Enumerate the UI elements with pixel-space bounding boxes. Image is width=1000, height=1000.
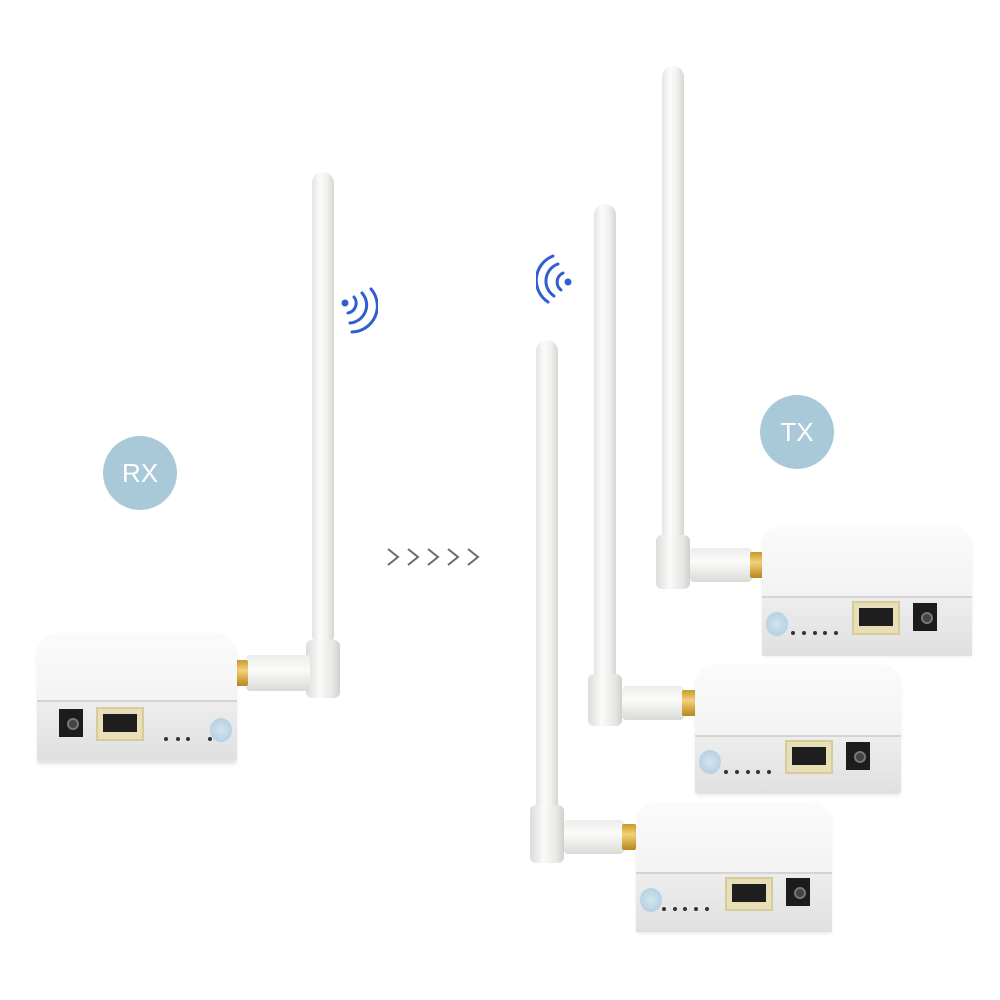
tx2-antenna bbox=[594, 204, 616, 684]
rx-label: RX bbox=[121, 457, 159, 488]
rx-antenna-connector bbox=[246, 655, 310, 691]
tx3-led bbox=[705, 907, 709, 911]
tx2-sma-connector bbox=[682, 690, 696, 716]
tx1-led bbox=[802, 631, 806, 635]
tx2-led bbox=[724, 770, 728, 774]
rx-sma-connector bbox=[234, 660, 248, 686]
tx1-dc-port bbox=[913, 603, 937, 631]
tx2-antenna-hinge bbox=[588, 674, 622, 726]
rx-badge: RX bbox=[103, 436, 177, 510]
tx2-led bbox=[756, 770, 760, 774]
tx2-lan-port bbox=[785, 740, 833, 774]
tx3-led bbox=[673, 907, 677, 911]
tx3-seal-sticker bbox=[640, 888, 662, 912]
rx-lan-port bbox=[96, 707, 144, 741]
wifi-signal-outgoing-icon bbox=[338, 285, 379, 335]
tx-label: TX bbox=[780, 416, 814, 447]
tx3-antenna-connector bbox=[564, 820, 624, 854]
tx2-led bbox=[746, 770, 750, 774]
tx3-lan-port bbox=[725, 877, 773, 911]
tx1-seal-sticker bbox=[766, 612, 788, 636]
tx3-sma-connector bbox=[622, 824, 636, 850]
tx2-led bbox=[767, 770, 771, 774]
tx2-led bbox=[735, 770, 739, 774]
rx-antenna bbox=[312, 172, 334, 642]
tx3-antenna bbox=[536, 340, 558, 810]
tx2-seal-sticker bbox=[699, 750, 721, 774]
rx-led bbox=[164, 737, 168, 741]
flow-arrows-icon bbox=[385, 545, 485, 569]
tx2-dc-port bbox=[846, 742, 870, 770]
tx3-led bbox=[683, 907, 687, 911]
tx1-sma-connector bbox=[750, 552, 764, 578]
tx3-led bbox=[694, 907, 698, 911]
rx-antenna-hinge bbox=[306, 640, 340, 698]
tx3-dc-port bbox=[786, 878, 810, 906]
tx1-antenna-connector bbox=[690, 548, 752, 582]
wifi-signal-incoming-icon bbox=[534, 254, 576, 304]
tx1-led bbox=[813, 631, 817, 635]
tx1-led bbox=[834, 631, 838, 635]
rx-led bbox=[208, 737, 212, 741]
tx1-antenna-hinge bbox=[656, 535, 690, 589]
tx3-led bbox=[662, 907, 666, 911]
tx3-antenna-hinge bbox=[530, 805, 564, 863]
rx-seal-sticker bbox=[210, 718, 232, 742]
tx1-lan-port bbox=[852, 601, 900, 635]
rx-led bbox=[176, 737, 180, 741]
tx2-antenna-connector bbox=[622, 686, 684, 720]
rx-dc-port bbox=[59, 709, 83, 737]
tx1-led bbox=[791, 631, 795, 635]
tx1-led bbox=[823, 631, 827, 635]
tx1-antenna bbox=[662, 66, 684, 542]
tx-badge: TX bbox=[760, 395, 834, 469]
rx-led bbox=[186, 737, 190, 741]
